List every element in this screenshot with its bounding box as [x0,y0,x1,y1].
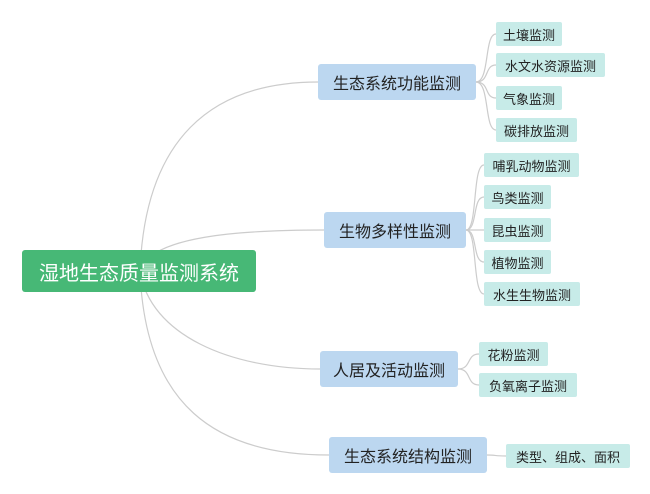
leaf-type-composition-area[interactable]: 类型、组成、面积 [506,444,630,468]
leaf-bird[interactable]: 鸟类监测 [484,185,551,209]
branch-human-activity[interactable]: 人居及活动监测 [320,351,458,387]
leaf-pollen[interactable]: 花粉监测 [479,342,548,366]
connector-root-branch-0 [139,81,319,272]
leaf-plant[interactable]: 植物监测 [484,250,551,274]
connector-branch1-leaf-1 [465,196,485,231]
leaf-mammal[interactable]: 哺乳动物监测 [484,153,579,177]
branch-biodiversity[interactable]: 生物多样性监测 [324,212,466,248]
branch-ecosystem-structure[interactable]: 生态系统结构监测 [329,437,487,473]
leaf-carbon[interactable]: 碳排放监测 [496,118,577,142]
connector-branch0-leaf-3 [475,81,497,131]
connector-root-branch-2 [139,270,321,370]
connector-branch0-leaf-0 [475,33,497,83]
leaf-insect[interactable]: 昆虫监测 [484,218,551,242]
leaf-aquatic[interactable]: 水生生物监测 [484,282,580,306]
branch-ecosystem-function[interactable]: 生态系统功能监测 [318,64,476,100]
connector-branch1-leaf-0 [465,164,485,231]
leaf-hydrology[interactable]: 水文水资源监测 [496,53,605,77]
root-node[interactable]: 湿地生态质量监测系统 [22,250,256,292]
connector-root-branch-3 [139,270,330,456]
leaf-soil[interactable]: 土壤监测 [496,22,562,46]
connector-branch2-leaf-1 [457,368,480,386]
connector-branch1-leaf-4 [465,229,485,295]
connector-branch0-leaf-2 [475,81,497,99]
connector-branch2-leaf-0 [457,353,480,370]
leaf-meteorology[interactable]: 气象监测 [496,86,562,110]
connector-branch0-leaf-1 [475,64,497,83]
connector-branch3-leaf-0 [486,454,507,457]
leaf-negative-ion[interactable]: 负氧离子监测 [479,373,577,397]
